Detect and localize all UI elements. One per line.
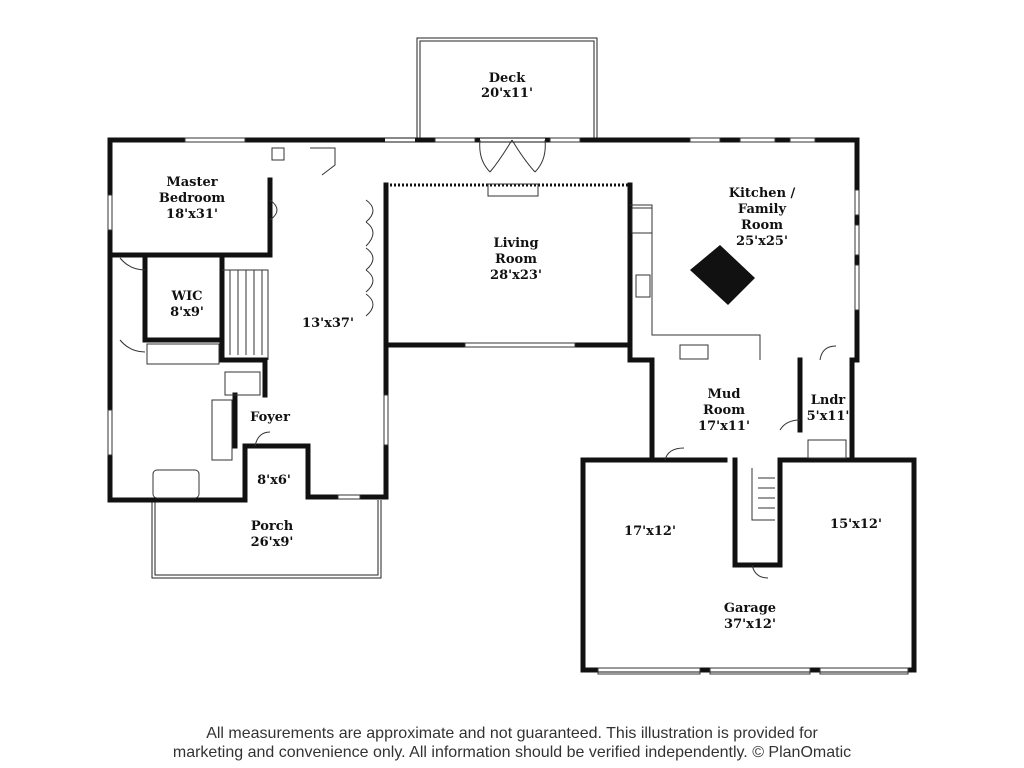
door-swing (664, 447, 685, 461)
master-wall (107, 177, 273, 258)
garage-left-size: 17'x12' (624, 524, 676, 539)
porch-name: Porch (251, 519, 294, 534)
fridge (631, 207, 653, 234)
window-frame (383, 394, 389, 446)
garage-right-size: 15'x12' (830, 517, 882, 532)
garage-door-frame (597, 667, 701, 675)
porch-outline (151, 500, 382, 579)
deck-size: 20'x11' (481, 86, 533, 101)
living-name-2: Room (495, 252, 537, 267)
window-frame (789, 137, 816, 143)
living-size: 28'x23' (490, 268, 542, 283)
disclaimer-line-1: All measurements are approximate and not… (206, 725, 818, 742)
window-frame (464, 342, 576, 348)
door-swing (819, 345, 837, 361)
mud-name-2: Room (703, 403, 745, 418)
living-fireplace (487, 183, 539, 197)
window-frame (107, 409, 113, 456)
garage-door-frame (709, 667, 811, 675)
garage-stairs (751, 468, 775, 521)
garage-stair-wall (732, 457, 855, 568)
living-name-1: Living (493, 236, 538, 251)
window-frame (337, 494, 361, 500)
toilet-room (224, 371, 261, 396)
master-name-2: Bedroom (159, 191, 226, 206)
porch-inner-outline (154, 500, 379, 576)
window-frame (107, 194, 113, 231)
kitchen-name-3: Room (741, 218, 783, 233)
garage-door-frame (819, 667, 909, 675)
window-frame (854, 189, 860, 216)
window-frame (549, 137, 581, 143)
porch-size: 26'x9' (251, 535, 294, 550)
door-swing (119, 339, 146, 353)
door-swing (254, 431, 271, 447)
shower (146, 343, 220, 365)
master-size: 18'x31' (166, 207, 218, 222)
kitchen-size: 25'x25' (736, 234, 788, 249)
bathtub (152, 469, 200, 499)
master-name-1: Master (166, 175, 217, 190)
kitchen-counter (630, 204, 761, 360)
exterior-wall-south (107, 137, 655, 503)
sink (271, 147, 285, 161)
window-frame (739, 137, 776, 143)
disclaimer: All measurements are approximate and not… (0, 724, 1024, 762)
laundry-name: Lndr (811, 393, 846, 408)
deck-name: Deck (489, 71, 526, 86)
kitchen-sink (635, 274, 651, 298)
room-labels: Deck 20'x11' Master Bedroom 18'x31' WIC … (159, 71, 882, 632)
bifold-doors (365, 199, 374, 317)
window-frame (184, 137, 246, 143)
wic-wall (142, 257, 225, 343)
wic-size: 8'x9' (170, 305, 204, 320)
window-frame (434, 137, 476, 143)
range (679, 344, 709, 360)
vanity (211, 399, 233, 461)
window-frame (854, 224, 860, 256)
stairs (222, 269, 269, 360)
hall-size: 13'x37' (302, 316, 354, 331)
kitchen-name-1: Kitchen / (729, 186, 796, 201)
mud-name-1: Mud (708, 387, 741, 402)
window-frame (854, 264, 860, 311)
window-frames (107, 137, 909, 675)
disclaimer-line-2: marketing and convenience only. All info… (172, 744, 852, 761)
kitchen-island (690, 245, 755, 305)
door-swing (751, 564, 769, 579)
interior-details (119, 139, 847, 579)
door-swing (779, 419, 801, 431)
closet-angle (310, 147, 336, 176)
kitchen-name-2: Family (738, 202, 787, 217)
deck-doors (479, 139, 546, 173)
door-swing (119, 257, 146, 271)
mud-size: 17'x11' (698, 419, 750, 434)
washer-dryer (807, 439, 847, 459)
window-frame (689, 137, 721, 143)
garage-size: 37'x12' (724, 617, 776, 632)
laundry-size: 5'x11' (807, 409, 850, 424)
window-gaps (108, 138, 908, 672)
stair-wall (219, 337, 268, 398)
wic-name: WIC (170, 289, 202, 304)
walls (107, 137, 917, 673)
door-swing (269, 199, 278, 221)
foyer-size: 8'x6' (257, 473, 291, 488)
garage-name: Garage (724, 601, 776, 616)
foyer-name: Foyer (250, 410, 290, 425)
